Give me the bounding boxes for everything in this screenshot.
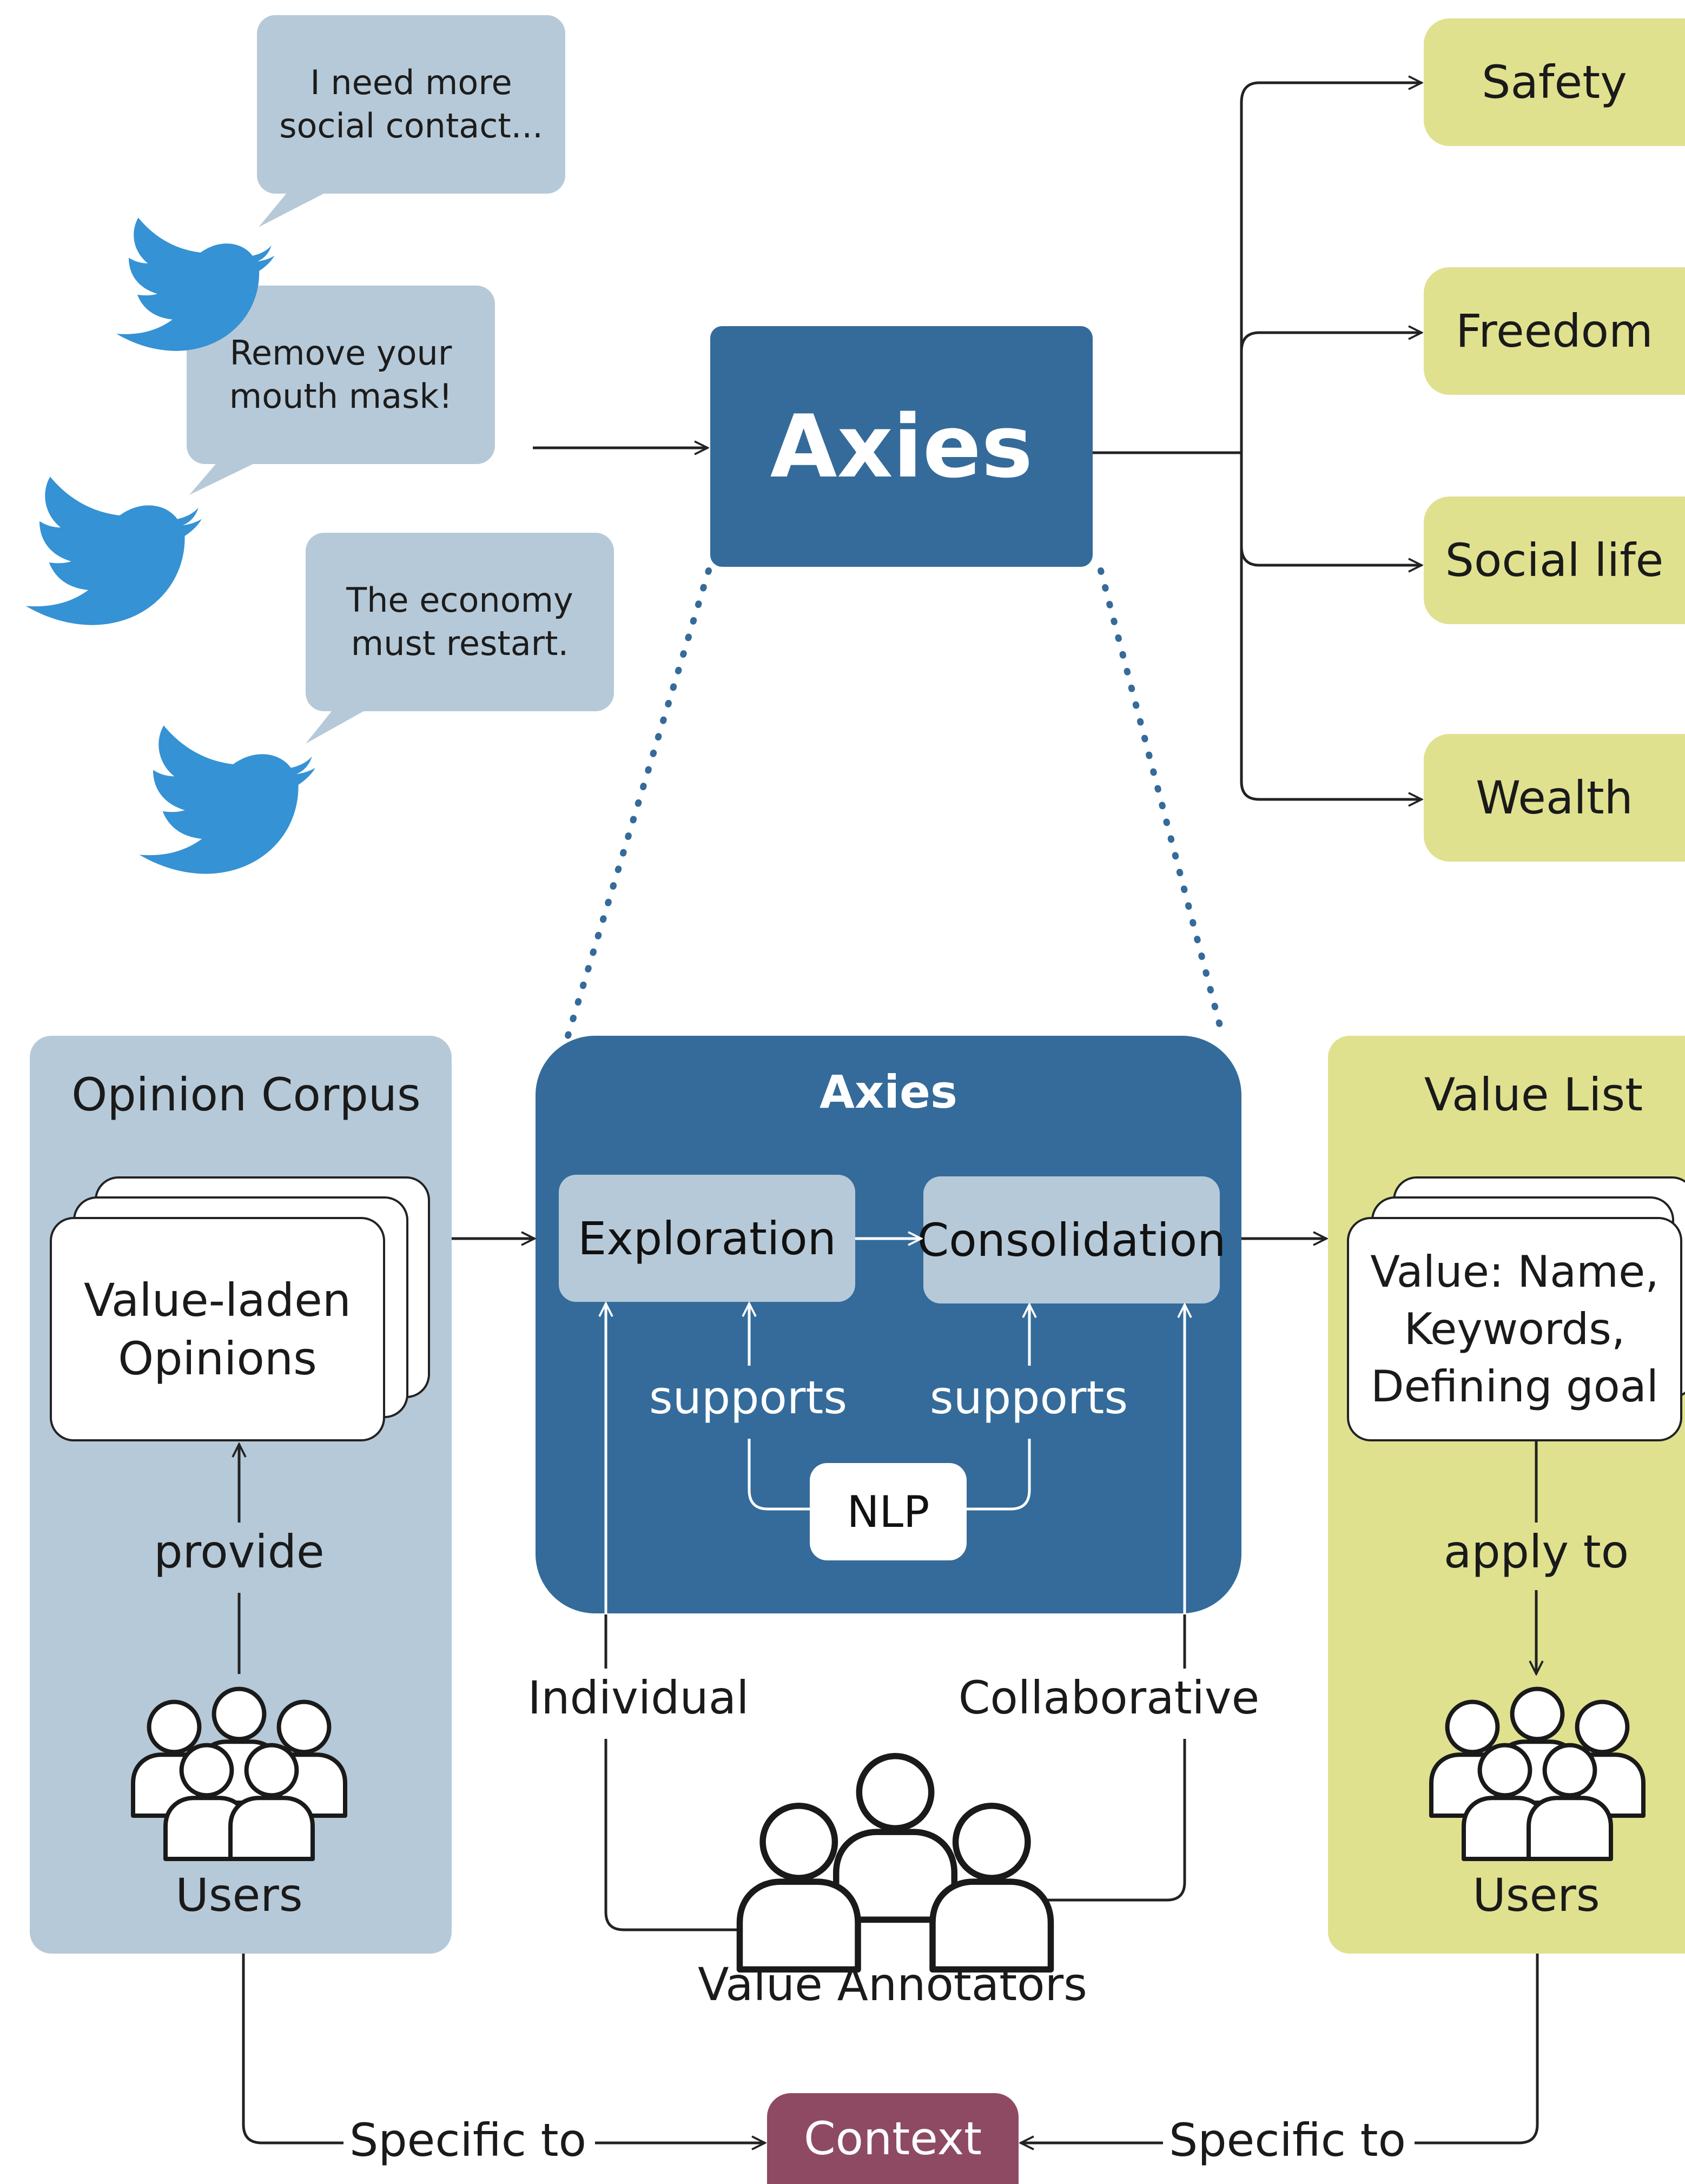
supports-left-label: supports [649,1371,848,1424]
opinion-card-text: Value-laden Opinions [83,1273,352,1385]
context-box: Context [767,2093,1019,2184]
value-annotators-icon [740,1756,1051,1969]
tweet-bubble-3: The economy must restart. [306,533,614,711]
individual-label: Individual [527,1671,749,1724]
value-card-front: Value: Name, Keywords, Defining goal [1347,1217,1682,1441]
opinion-users-label: Users [175,1869,303,1922]
provide-label: provide [154,1525,325,1578]
twitter-bird-icon [25,476,202,625]
consolidation-box: Consolidation [917,1176,1226,1303]
specific-to-right-label: Specific to [1169,2114,1406,2167]
users-group-icon [1431,1689,1643,1859]
opinion-corpus-title: Opinion Corpus [71,1068,421,1121]
value-wealth: Wealth [1424,734,1685,862]
nlp-box: NLP [810,1463,967,1560]
opinion-card-front: Value-laden Opinions [50,1217,385,1441]
value-social-life: Social life [1424,497,1685,624]
value-card-text: Value: Name, Keywords, Defining goal [1370,1246,1659,1412]
specific-to-left-label: Specific to [349,2114,586,2167]
value-list-title: Value List [1424,1068,1643,1121]
apply-to-label: apply to [1443,1525,1629,1578]
twitter-bird-icon [139,725,315,874]
supports-right-label: supports [929,1371,1128,1424]
value-list-users-label: Users [1472,1869,1600,1922]
twitter-bird-icon [116,217,275,351]
value-safety: Safety [1424,18,1685,146]
collaborative-label: Collaborative [958,1671,1260,1724]
axies-panel-title: Axies [820,1065,957,1119]
value-freedom: Freedom [1424,267,1685,395]
exploration-box: Exploration [559,1175,855,1302]
tweet-bubble-2: Remove your mouth mask! [187,286,495,464]
tweet-bubble-1: I need more social contact... [257,15,565,194]
axies-top-box: Axies [710,326,1093,567]
users-group-icon [133,1689,345,1859]
